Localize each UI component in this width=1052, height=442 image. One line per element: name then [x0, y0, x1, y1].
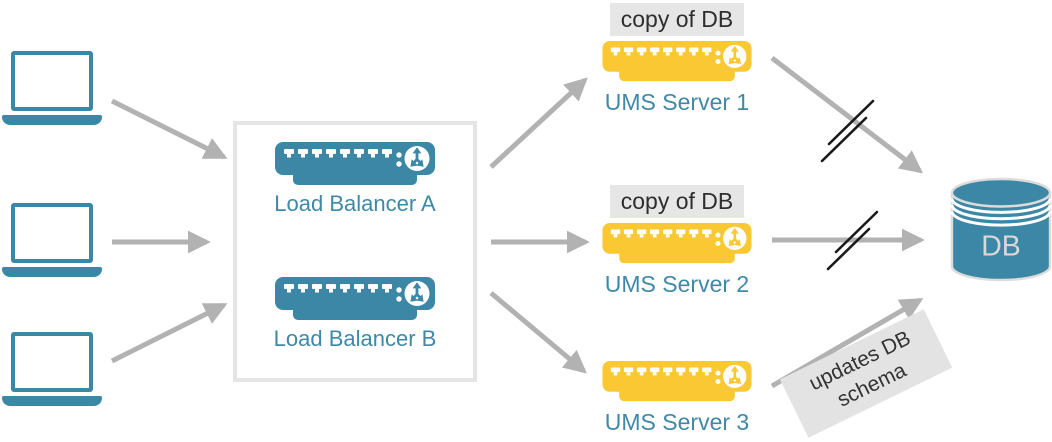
ums-server-1-node: copy of DB UMS Server 1	[599, 3, 755, 116]
arrow-client3-to-lb	[110, 302, 228, 364]
rack-server-icon	[275, 277, 435, 321]
laptop-base	[2, 267, 102, 277]
load-balancer-b-label: Load Balancer B	[273, 326, 437, 351]
disk-stack-lines	[950, 198, 1052, 227]
laptop-screen	[11, 332, 93, 392]
slash-mark	[834, 210, 879, 254]
rack-server-icon	[275, 142, 435, 186]
rack-server-icon	[602, 361, 752, 402]
ums-server-1-label: UMS Server 1	[604, 89, 750, 115]
laptop-screen	[11, 51, 93, 111]
client-laptop-icon-2	[2, 203, 102, 277]
client-laptop-icon-1	[2, 51, 102, 125]
arrow-lb-to-ums3	[489, 291, 587, 374]
load-balancer-a-node: Load Balancer A	[274, 142, 436, 217]
copy-of-db-badge-2: copy of DB	[609, 185, 745, 218]
broken-link-slash-marks	[820, 99, 879, 271]
ums-server-2-node: copy of DB UMS Server 2	[599, 185, 755, 298]
laptop-base	[2, 396, 102, 406]
rack-server-icon	[602, 223, 752, 264]
slash-mark	[820, 116, 868, 163]
arrow-ums1-to-db	[770, 56, 924, 174]
load-balancer-group-box: Load Balancer A Load Balancer B	[233, 121, 477, 382]
ums-server-2-label: UMS Server 2	[604, 271, 750, 297]
arrow-lb-to-ums1	[489, 77, 588, 169]
copy-of-db-badge-1: copy of DB	[609, 3, 745, 36]
slash-mark	[826, 227, 871, 271]
database-label: DB	[981, 231, 1021, 263]
client-laptop-icon-3	[2, 332, 102, 406]
arrow-client1-to-lb	[110, 98, 228, 160]
ums-server-3-label: UMS Server 3	[604, 409, 750, 435]
ums-server-3-node: UMS Server 3	[599, 361, 755, 436]
load-balancer-a-label: Load Balancer A	[274, 191, 436, 216]
slash-mark	[827, 99, 875, 146]
database-cylinder-icon: DB	[950, 177, 1052, 282]
load-balancer-b-node: Load Balancer B	[273, 277, 437, 352]
rack-server-icon	[602, 41, 752, 82]
laptop-screen	[11, 203, 93, 263]
laptop-base	[2, 115, 102, 125]
